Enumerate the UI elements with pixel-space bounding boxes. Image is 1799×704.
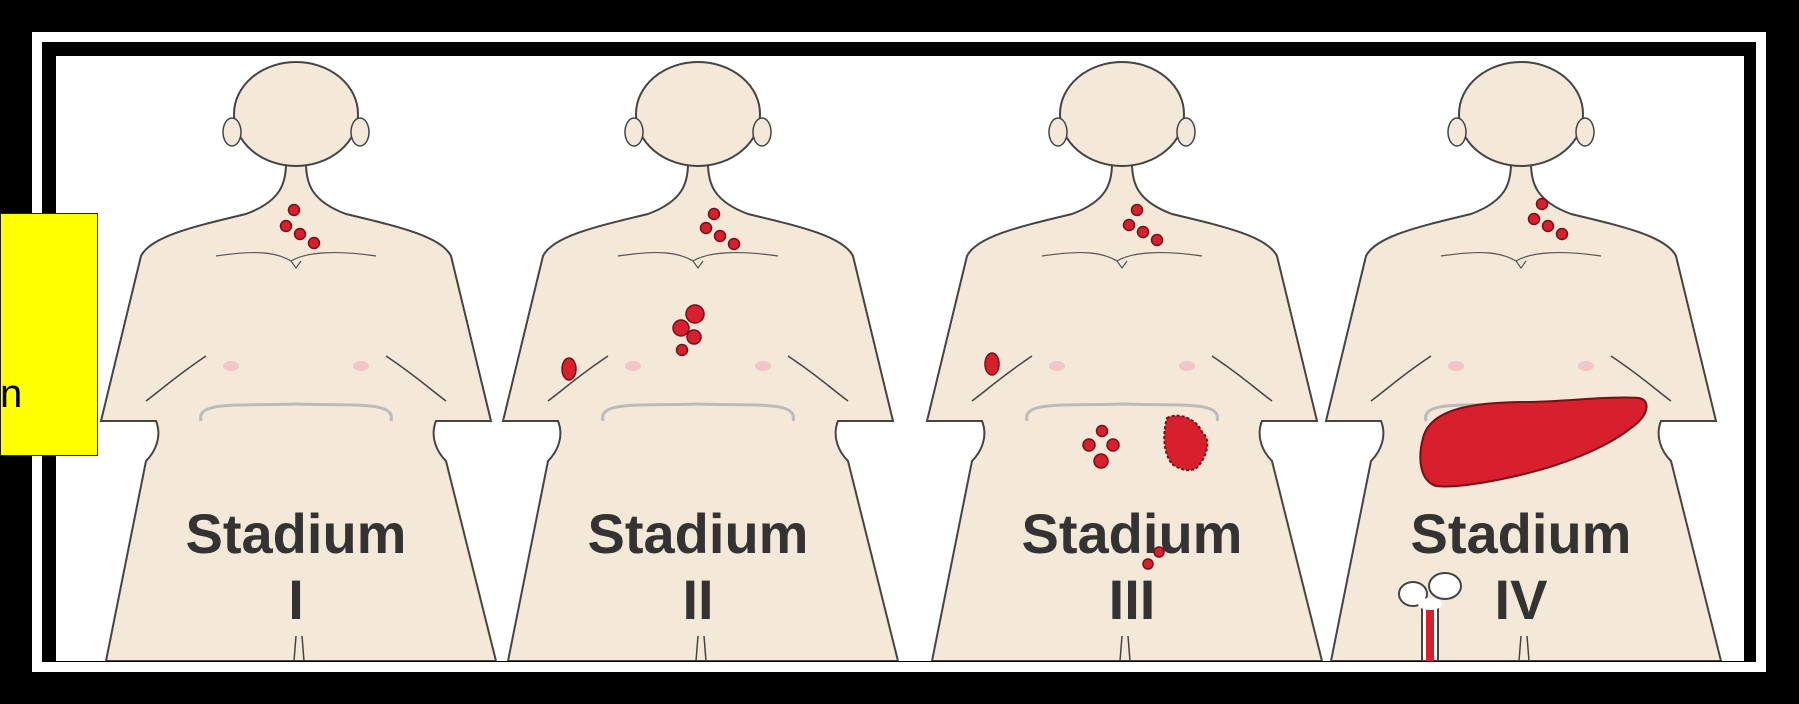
stage-numeral: II <box>548 567 848 633</box>
stage-title: Stadium <box>146 501 446 567</box>
lymph-node-icon <box>1529 214 1540 225</box>
lymph-node-icon <box>686 305 704 323</box>
stage-title: Stadium <box>548 501 848 567</box>
lymph-node-icon <box>1138 227 1149 238</box>
lymph-node-icon <box>1083 439 1095 451</box>
lymph-node-icon <box>1107 439 1119 451</box>
lymph-node-icon <box>673 320 689 336</box>
lymph-node-icon <box>709 209 720 220</box>
stage-title: Stadium <box>982 501 1282 567</box>
stage-numeral: I <box>146 567 446 633</box>
lymph-node-icon <box>687 330 701 344</box>
lymph-node-icon <box>295 229 306 240</box>
lymph-node-icon <box>1094 454 1108 468</box>
lymph-node-icon <box>1152 235 1163 246</box>
stage-label: Stadium I <box>146 501 446 633</box>
figure-stage-1: Stadium I <box>96 56 516 661</box>
lymph-node-icon <box>1537 199 1548 210</box>
figure-stage-3: Stadium III <box>922 56 1342 661</box>
note-text: n <box>0 372 22 417</box>
lymph-node-icon <box>1557 229 1568 240</box>
lymph-node-icon <box>677 345 688 356</box>
figure-stage-4: Stadium IV <box>1321 56 1741 661</box>
lymph-node-icon <box>1097 426 1108 437</box>
figure-stage-2: Stadium II <box>498 56 918 661</box>
stage-numeral: III <box>982 567 1282 633</box>
stage-label: Stadium II <box>548 501 848 633</box>
diagram-panel: Stadium I S <box>56 56 1744 661</box>
lymph-node-icon <box>309 238 320 249</box>
lymph-node-icon <box>715 231 726 242</box>
lymph-node-icon <box>562 358 576 380</box>
lymph-node-icon <box>1543 221 1554 232</box>
lymph-node-icon <box>1124 220 1135 231</box>
lymph-node-icon <box>701 223 712 234</box>
stage-numeral: IV <box>1371 567 1671 633</box>
lymph-node-icon <box>729 239 740 250</box>
stage-title: Stadium <box>1371 501 1671 567</box>
lymph-node-icon <box>985 353 999 375</box>
lymph-node-icon <box>1132 205 1143 216</box>
lymph-node-icon <box>281 221 292 232</box>
lymph-node-icon <box>289 205 300 216</box>
stage-label: Stadium IV <box>1371 501 1671 633</box>
yellow-note-box <box>0 213 98 456</box>
stage-label: Stadium III <box>982 501 1282 633</box>
